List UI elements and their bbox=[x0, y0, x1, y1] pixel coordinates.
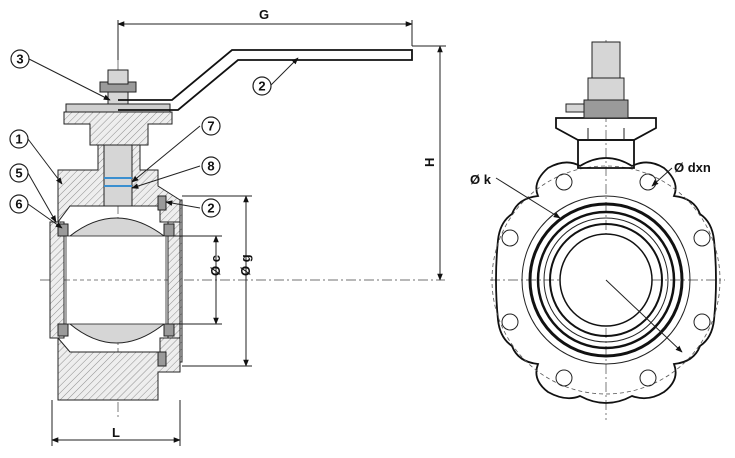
top-flange bbox=[555, 117, 657, 141]
part-bubble-6: 6 bbox=[9, 194, 29, 214]
dim-label-dxn: Ø dxn bbox=[674, 160, 711, 175]
seat-ring bbox=[543, 217, 669, 343]
bolt-radius-leader bbox=[605, 279, 683, 353]
bolt-hole bbox=[639, 173, 657, 191]
part-bubble-2: 2 bbox=[201, 198, 221, 218]
svg-text:3: 3 bbox=[16, 52, 23, 67]
seat-ring bbox=[549, 223, 663, 337]
mounting-flange bbox=[63, 111, 173, 146]
body-seal-top bbox=[157, 195, 167, 211]
seat-right-bottom bbox=[163, 323, 175, 337]
bolt-hole bbox=[639, 369, 657, 387]
bolt-hole bbox=[693, 229, 711, 247]
bolt-hole bbox=[555, 369, 573, 387]
bolt-hole bbox=[501, 229, 519, 247]
lever-base bbox=[65, 103, 171, 113]
dim-dxn-leader bbox=[651, 167, 673, 187]
svg-text:1: 1 bbox=[15, 132, 22, 147]
dim-label-c: Ø c bbox=[208, 255, 223, 276]
seat-ring bbox=[536, 210, 676, 350]
dim-label-g: Ø g bbox=[238, 254, 253, 276]
svg-text:2: 2 bbox=[258, 79, 265, 94]
part-bubble-1: 1 bbox=[9, 129, 29, 149]
lug-body-outline bbox=[495, 157, 717, 404]
part-bubble-7: 7 bbox=[201, 116, 221, 136]
end-connector bbox=[179, 199, 183, 363]
dim-label-G: G bbox=[259, 7, 269, 22]
part-bubble-8: 8 bbox=[201, 156, 221, 176]
body-seal-bottom bbox=[157, 351, 167, 367]
seat-right-top bbox=[163, 223, 175, 237]
svg-text:7: 7 bbox=[207, 119, 214, 134]
bolt-hole bbox=[501, 313, 519, 331]
part-bubble-4: 3 bbox=[10, 49, 30, 69]
seat-ring bbox=[521, 195, 691, 365]
bolt-circle bbox=[491, 165, 721, 395]
valve-body-right-wall bbox=[167, 221, 181, 339]
part-bubble-5: 5 bbox=[9, 163, 29, 183]
dim-label-L: L bbox=[112, 425, 120, 440]
seat-left-top bbox=[57, 223, 69, 237]
stem-top-block bbox=[591, 41, 621, 79]
section-view bbox=[27, 20, 446, 446]
seat-ring bbox=[528, 202, 684, 358]
stem-block bbox=[587, 77, 625, 101]
dim-k-leader bbox=[495, 177, 561, 219]
valve-body-lower bbox=[57, 336, 181, 401]
svg-text:5: 5 bbox=[15, 166, 22, 181]
stem-cap bbox=[107, 69, 129, 85]
part-bubble-3: 2 bbox=[252, 76, 272, 96]
svg-text:6: 6 bbox=[15, 197, 22, 212]
seat-left-bottom bbox=[57, 323, 69, 337]
bolt-hole bbox=[555, 173, 573, 191]
bolt-hole bbox=[693, 313, 711, 331]
svg-text:2: 2 bbox=[207, 201, 214, 216]
lever-handle bbox=[118, 49, 413, 111]
lever-arm-stub bbox=[565, 103, 585, 113]
front-view bbox=[490, 40, 725, 420]
dim-label-k: Ø k bbox=[470, 172, 492, 187]
dim-label-H: H bbox=[422, 158, 437, 167]
svg-text:8: 8 bbox=[207, 159, 214, 174]
lever-hub bbox=[583, 99, 629, 119]
valve-body-left-wall bbox=[49, 221, 65, 339]
